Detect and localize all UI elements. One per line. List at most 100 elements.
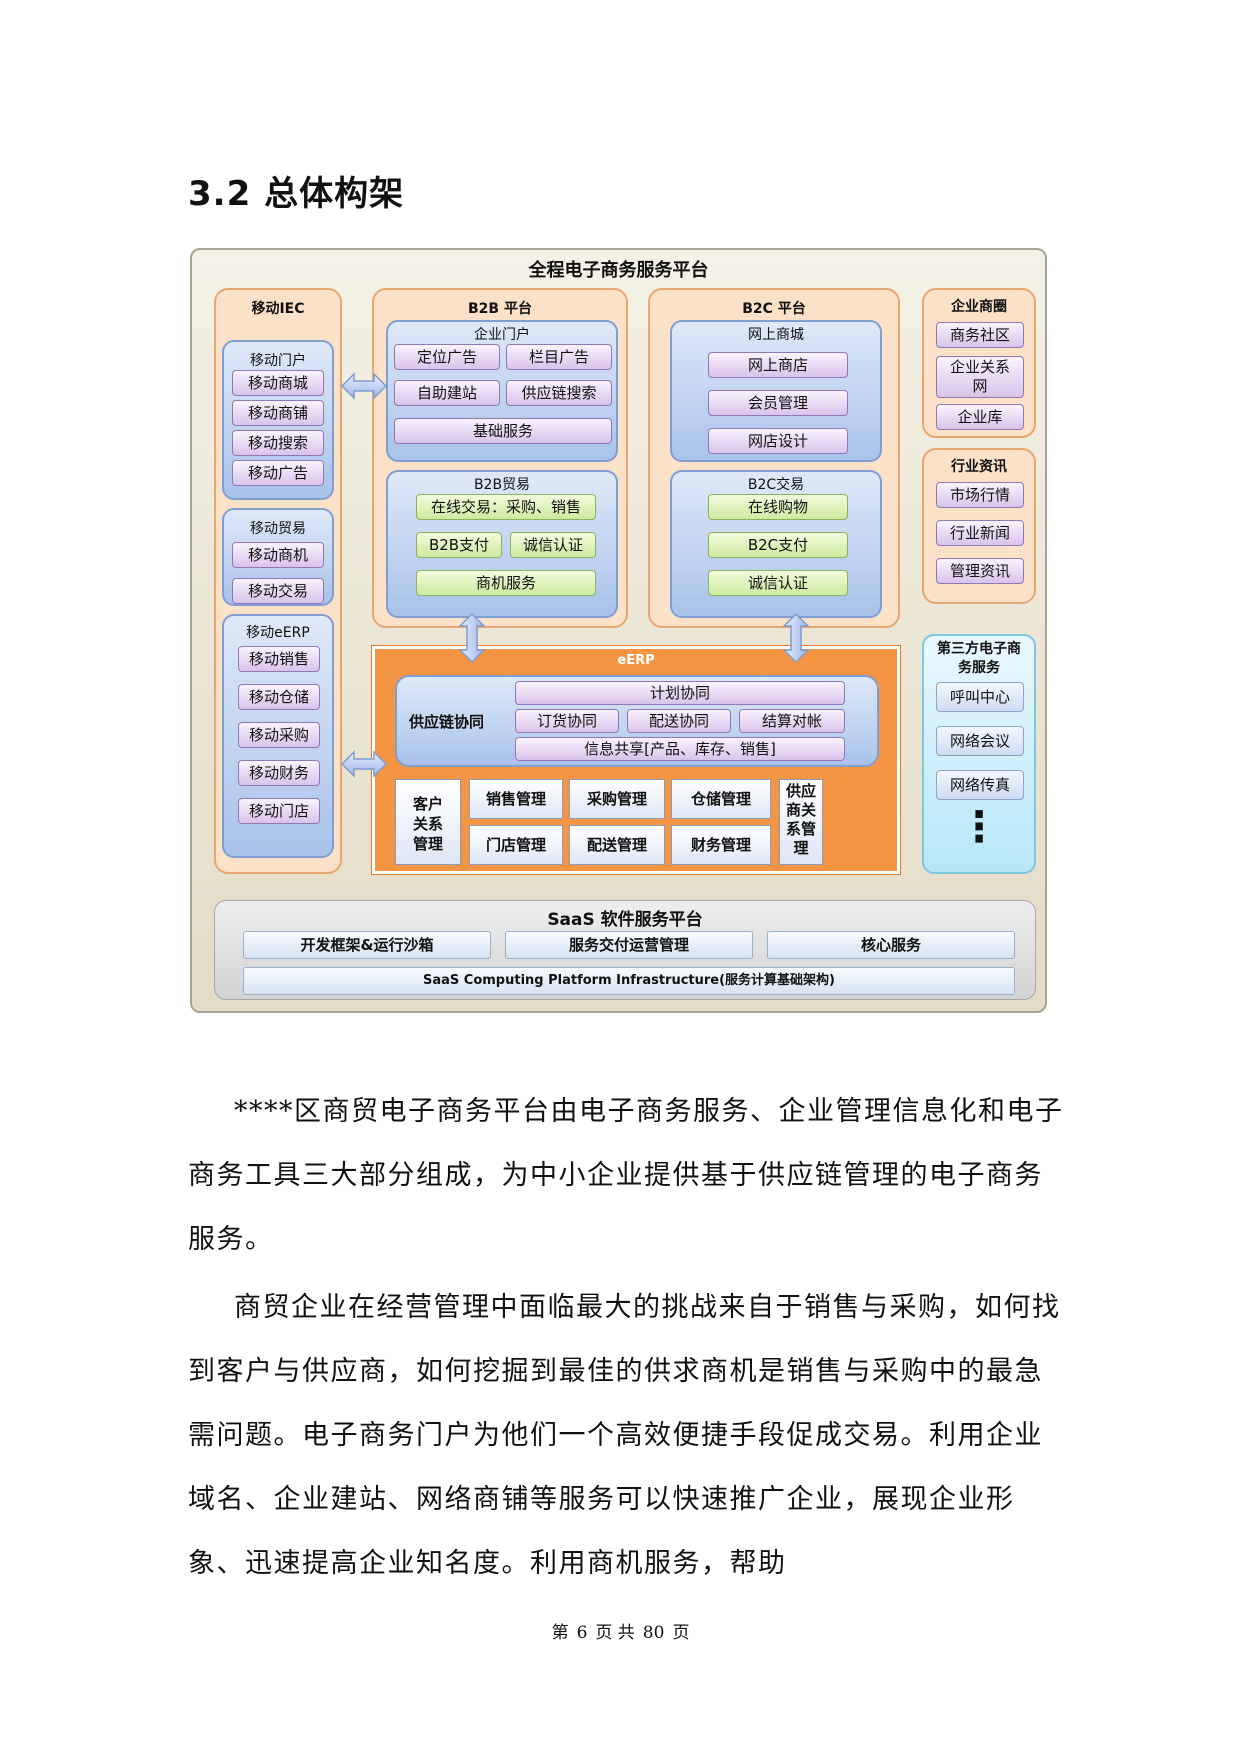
b2b-column: B2B 平台 企业门户 定位广告 栏目广告 自助建站 供应链搜索 基础服务 B2… — [372, 288, 628, 628]
erp-module: 财务管理 — [671, 825, 771, 865]
supply-chain-title: 供应链协同 — [409, 713, 485, 731]
enterprise-circle-title: 企业商圈 — [951, 299, 1007, 315]
saas-item: 核心服务 — [767, 931, 1015, 959]
industry-news-title: 行业资讯 — [951, 459, 1007, 475]
mobile-eerp-item: 移动门店 — [238, 798, 320, 824]
mobile-iec-column: 移动IEC 移动门户 移动商城 移动商铺 移动搜索 移动广告 移动贸易 移动商机… — [214, 288, 342, 874]
v-arrow-icon — [458, 612, 486, 664]
b2c-mall-item: 会员管理 — [708, 390, 848, 416]
mobile-eerp-item: 移动采购 — [238, 722, 320, 748]
third-party-services-column: 第三方电子商务服务 呼叫中心 网络会议 网络传真 ⋮ — [922, 634, 1036, 874]
footer-total: 80 — [642, 1623, 665, 1643]
third-party-item: 网络传真 — [936, 770, 1024, 800]
diagram-title: 全程电子商务服务平台 — [528, 260, 709, 281]
delivery-collab: 配送协同 — [627, 709, 731, 733]
b2c-trade-item: 在线购物 — [708, 494, 848, 520]
b2b-trade-item: 在线交易：采购、销售 — [416, 494, 596, 520]
connector-arrows — [340, 372, 810, 778]
mobile-trade-item: 移动商机 — [232, 542, 324, 568]
b2b-portal-item: 供应链搜索 — [506, 380, 612, 406]
b2b-trade-item: 诚信认证 — [510, 532, 596, 558]
mobile-eerp-item: 移动销售 — [238, 646, 320, 672]
third-party-title: 第三方电子商务服务 — [937, 641, 1021, 676]
eerp-block: eERP 供应链协同 计划协同 订货协同 配送协同 结算对帐 信息共享[产品、库… — [371, 645, 901, 875]
b2c-trade-item: B2C支付 — [708, 532, 848, 558]
b2b-portal-item: 自助建站 — [394, 380, 500, 406]
mobile-eerp-group: 移动eERP 移动销售 移动仓储 移动采购 移动财务 移动门店 — [222, 614, 334, 858]
h-arrow-icon — [340, 372, 388, 400]
footer-mid: 页 共 — [595, 1623, 635, 1643]
footer-suffix: 页 — [672, 1623, 690, 1643]
news-item: 市场行情 — [936, 482, 1024, 508]
mobile-portal-item: 移动商铺 — [232, 400, 324, 426]
mobile-trade-item: 移动交易 — [232, 578, 324, 604]
b2b-portal-group: 企业门户 定位广告 栏目广告 自助建站 供应链搜索 基础服务 — [386, 320, 618, 462]
paragraph-2: 商贸企业在经营管理中面临最大的挑战来自于销售与采购，如何找到客户与供应商，如何挖… — [188, 1292, 1061, 1579]
circle-item: 企业关系网 — [936, 356, 1024, 398]
plan-collab: 计划协同 — [515, 681, 845, 705]
news-item: 行业新闻 — [936, 520, 1024, 546]
supply-chain-group: 供应链协同 计划协同 订货协同 配送协同 结算对帐 信息共享[产品、库存、销售] — [395, 675, 879, 767]
b2c-mall-title: 网上商城 — [748, 327, 804, 343]
b2b-trade-item: B2B支付 — [416, 532, 502, 558]
enterprise-circle-column: 企业商圈 商务社区 企业关系网 企业库 — [922, 288, 1036, 438]
b2b-portal-item: 栏目广告 — [506, 344, 612, 370]
saas-platform: SaaS 软件服务平台 开发框架&运行沙箱 服务交付运营管理 核心服务 SaaS… — [214, 900, 1036, 1000]
mobile-portal-group: 移动门户 移动商城 移动商铺 移动搜索 移动广告 — [222, 340, 334, 500]
b2b-trade-item: 商机服务 — [416, 570, 596, 596]
b2c-trade-group: B2C交易 在线购物 B2C支付 诚信认证 — [670, 470, 882, 618]
mobile-iec-title: 移动IEC — [251, 301, 305, 317]
b2c-trade-title: B2C交易 — [747, 477, 805, 493]
footer-page: 6 — [576, 1623, 588, 1643]
h-arrow-icon — [340, 750, 388, 778]
third-party-item: 网络会议 — [936, 726, 1024, 756]
settlement-reconcile: 结算对帐 — [739, 709, 845, 733]
mobile-eerp-title: 移动eERP — [246, 625, 310, 641]
b2b-title: B2B 平台 — [468, 301, 532, 317]
saas-item: 服务交付运营管理 — [505, 931, 753, 959]
mobile-portal-title: 移动门户 — [250, 353, 306, 369]
industry-news-column: 行业资讯 市场行情 行业新闻 管理资讯 — [922, 448, 1036, 604]
order-collab: 订货协同 — [515, 709, 619, 733]
erp-module: 销售管理 — [469, 779, 563, 819]
paragraph-1: ****区商贸电子商务平台由电子商务服务、企业管理信息化和电子商务工具三大部分组… — [188, 1096, 1064, 1255]
mobile-trade-title: 移动贸易 — [250, 521, 306, 537]
section-heading: 3.2 总体构架 — [188, 174, 405, 214]
erp-module: 采购管理 — [569, 779, 665, 819]
mobile-portal-item: 移动商城 — [232, 370, 324, 396]
mobile-portal-item: 移动搜索 — [232, 430, 324, 456]
b2c-trade-item: 诚信认证 — [708, 570, 848, 596]
info-share: 信息共享[产品、库存、销售] — [515, 737, 845, 761]
eerp-title: eERP — [617, 653, 655, 668]
b2b-trade-title: B2B贸易 — [473, 477, 531, 493]
b2b-trade-group: B2B贸易 在线交易：采购、销售 B2B支付 诚信认证 商机服务 — [386, 470, 618, 618]
b2b-portal-item: 基础服务 — [394, 418, 612, 444]
mobile-eerp-item: 移动仓储 — [238, 684, 320, 710]
v-arrow-icon — [782, 612, 810, 664]
saas-title: SaaS 软件服务平台 — [547, 910, 703, 930]
mobile-trade-group: 移动贸易 移动商机 移动交易 — [222, 508, 334, 606]
circle-item: 商务社区 — [936, 322, 1024, 348]
more-ellipsis-icon: ⋮ — [958, 802, 1000, 851]
erp-module: 配送管理 — [569, 825, 665, 865]
saas-infra: SaaS Computing Platform Infrastructure(服… — [243, 967, 1015, 995]
saas-item: 开发框架&运行沙箱 — [243, 931, 491, 959]
news-item: 管理资讯 — [936, 558, 1024, 584]
b2c-mall-item: 网上商店 — [708, 352, 848, 378]
erp-module: 门店管理 — [469, 825, 563, 865]
srm-box: 供应商关系管理 — [779, 779, 823, 865]
mobile-eerp-item: 移动财务 — [238, 760, 320, 786]
crm-box: 客户关系管理 — [395, 779, 461, 865]
third-party-item: 呼叫中心 — [936, 682, 1024, 712]
b2c-title: B2C 平台 — [742, 301, 806, 317]
b2c-mall-group: 网上商城 网上商店 会员管理 网店设计 — [670, 320, 882, 462]
erp-module: 仓储管理 — [671, 779, 771, 819]
b2b-portal-item: 定位广告 — [394, 344, 500, 370]
architecture-diagram: 全程电子商务服务平台 移动IEC 移动门户 移动商城 移动商铺 移动搜索 移动广… — [190, 248, 1047, 1013]
b2b-portal-title: 企业门户 — [474, 327, 530, 343]
mobile-portal-item: 移动广告 — [232, 460, 324, 486]
circle-item: 企业库 — [936, 404, 1024, 430]
b2c-column: B2C 平台 网上商城 网上商店 会员管理 网店设计 B2C交易 在线购物 B2… — [648, 288, 900, 628]
footer-prefix: 第 — [551, 1623, 569, 1643]
